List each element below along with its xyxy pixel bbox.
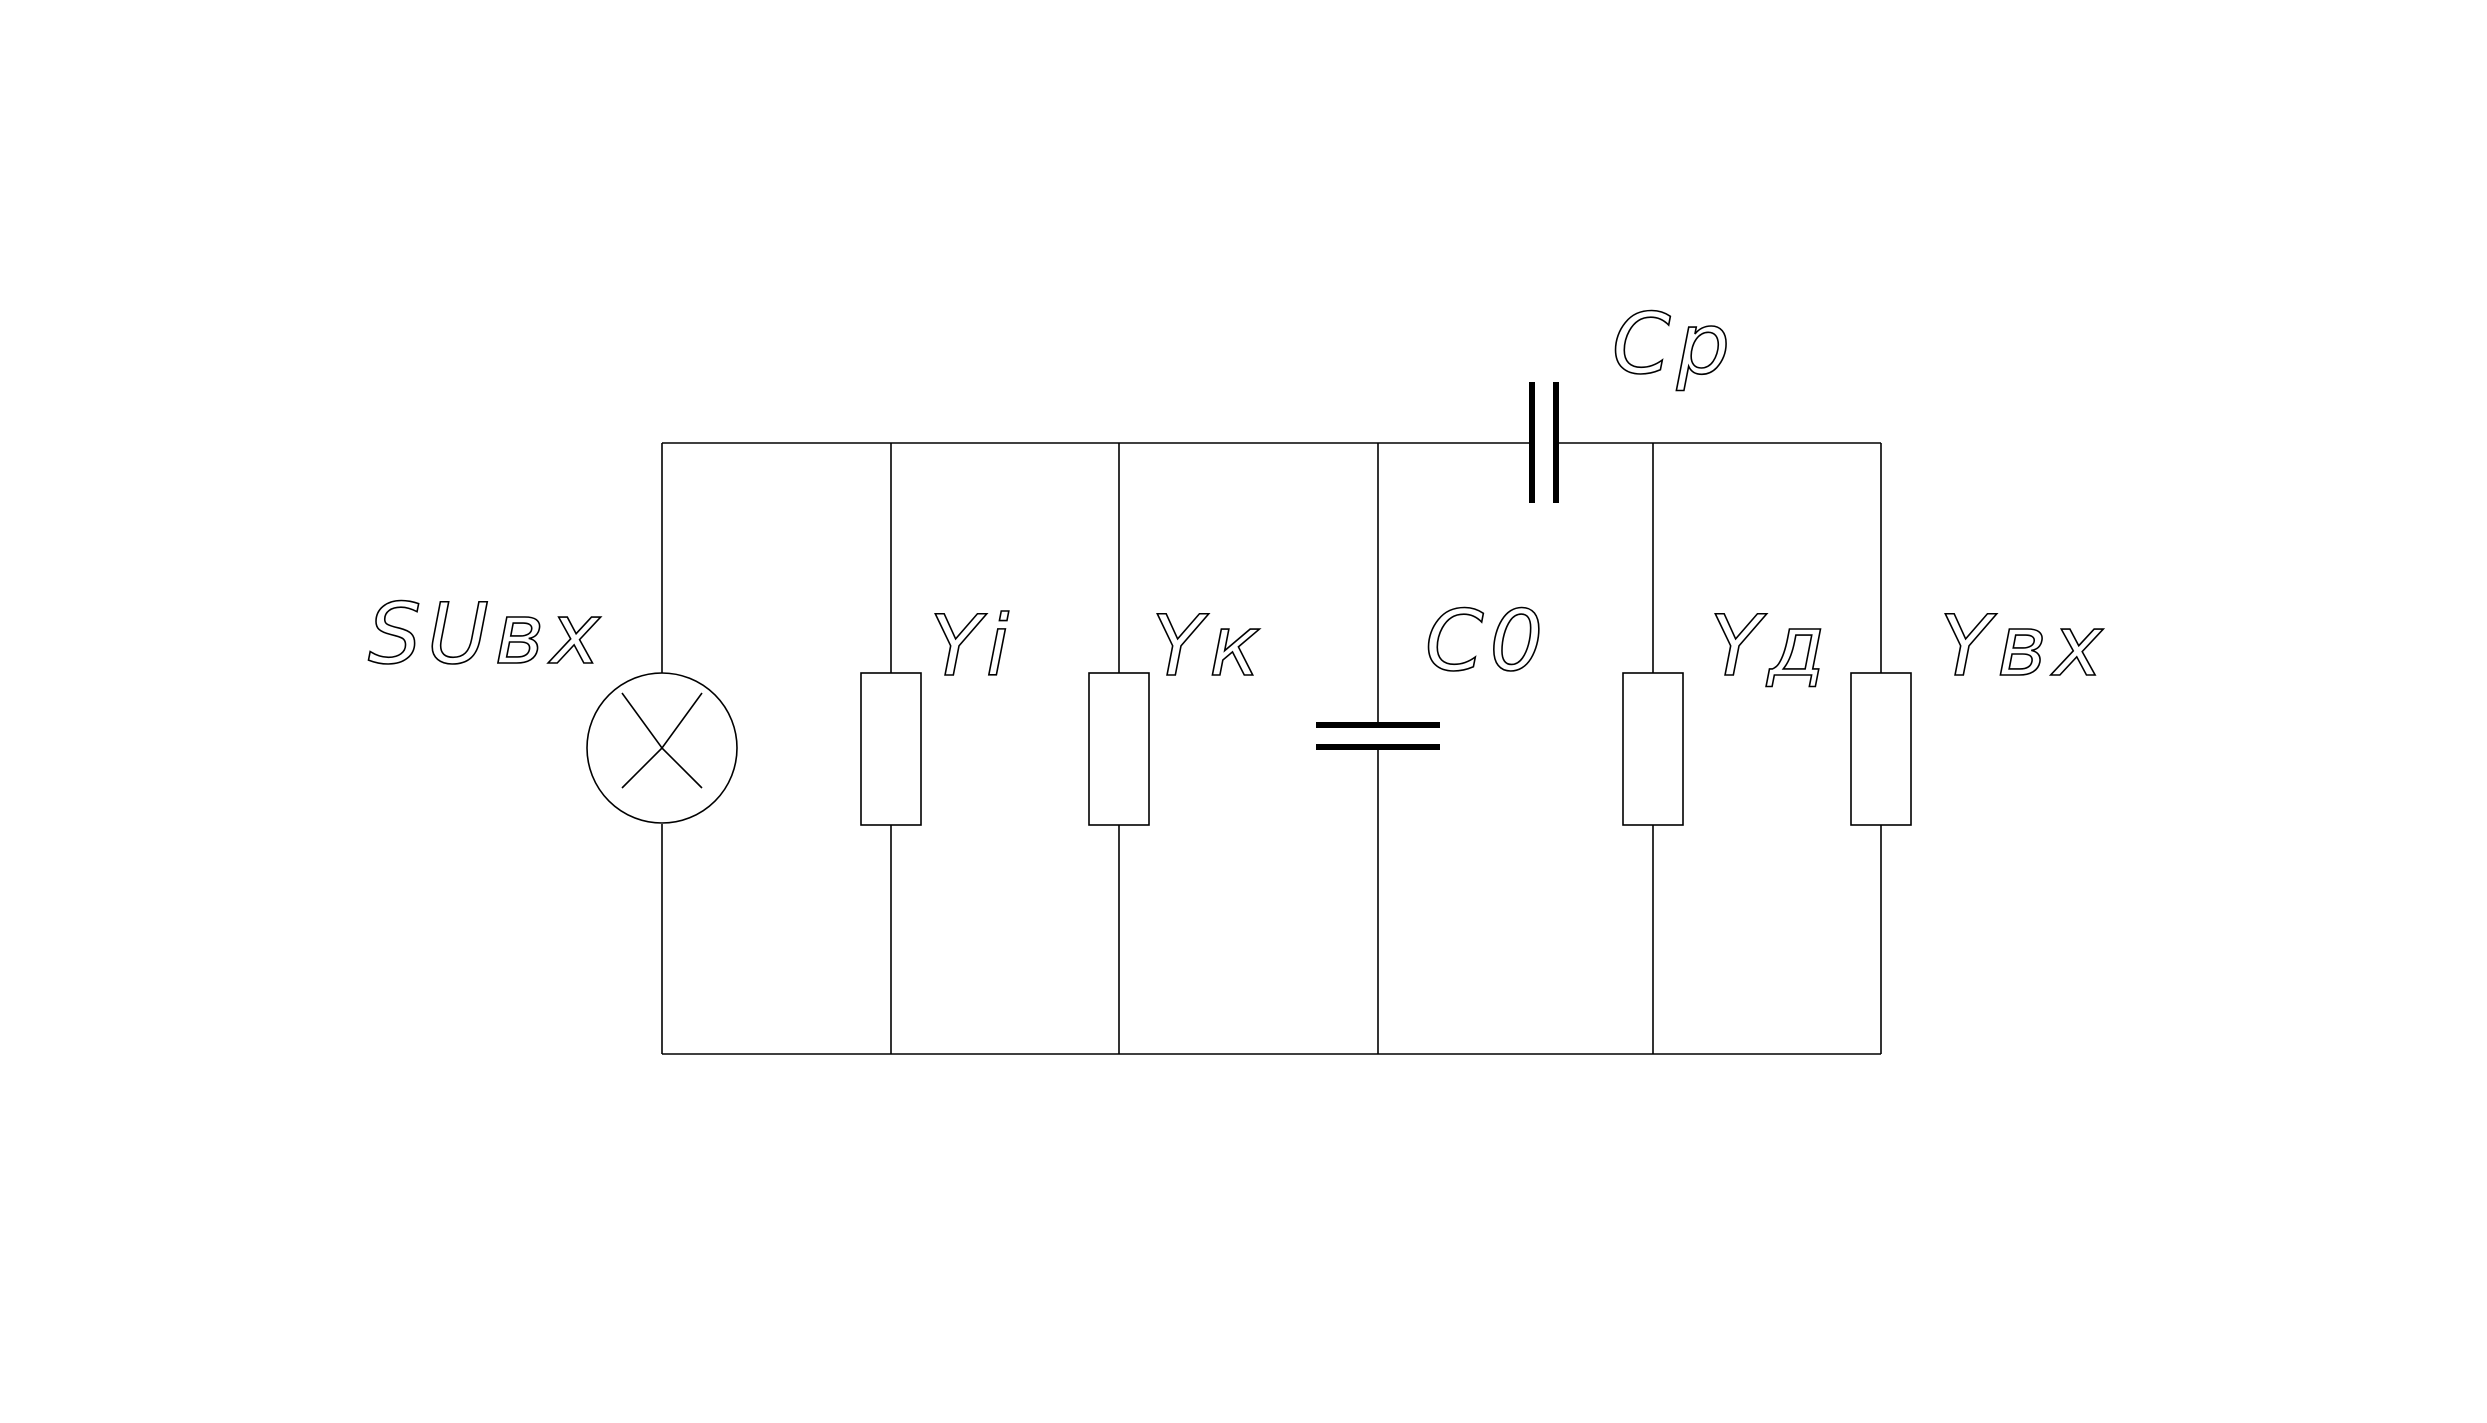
label-cp: Cp <box>1612 295 1736 393</box>
arrow-down-icon <box>621 692 703 789</box>
label-c0: C0 <box>1425 592 1549 690</box>
label-yi: Yi <box>930 597 1015 695</box>
resistor-yi <box>860 443 922 1054</box>
label-source: SUвх <box>368 585 606 683</box>
resistor-yd <box>1622 443 1684 1054</box>
capacitor-cp <box>1529 382 1559 503</box>
resistor-yk <box>1088 443 1150 1054</box>
label-yk: Yк <box>1152 597 1266 695</box>
current-source <box>586 443 738 1054</box>
label-yd: Yд <box>1710 597 1831 695</box>
label-yvx: Yвх <box>1940 597 2109 695</box>
resistor-yvx <box>1850 443 1912 1054</box>
capacitor-c0 <box>1316 443 1440 1054</box>
